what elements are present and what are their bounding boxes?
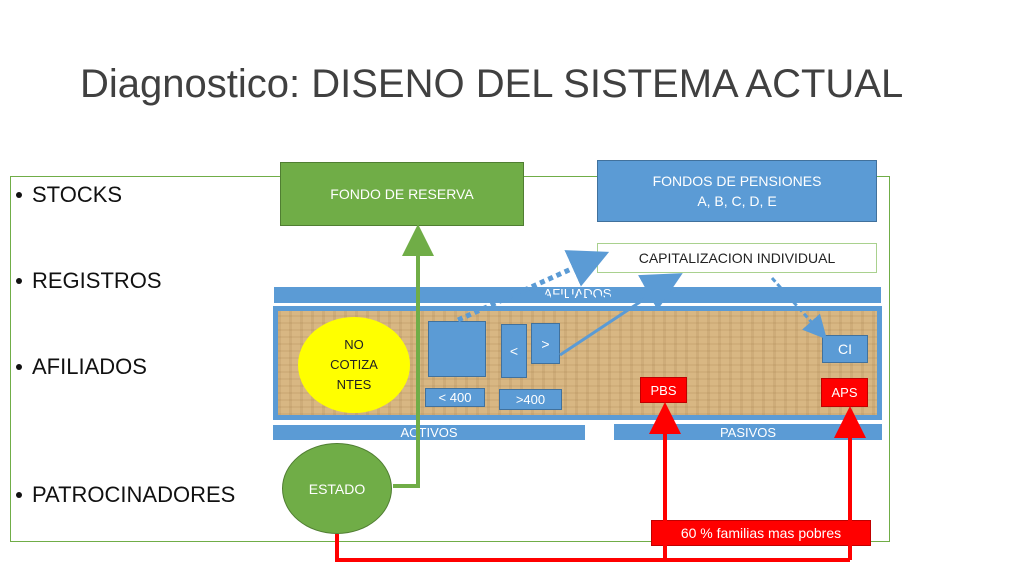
bullet-label: PATROCINADORES xyxy=(32,482,236,507)
pasivos-bar: PASIVOS xyxy=(614,424,882,440)
familias-pobres-label: 60 % familias mas pobres xyxy=(680,525,842,541)
less-than-label: < xyxy=(509,343,519,359)
over-400-box: >400 xyxy=(499,389,562,410)
greater-than-label: > xyxy=(541,335,550,352)
no-cotizantes-circle: NO COTIZA NTES xyxy=(298,317,410,413)
no-cotizantes-line: NO xyxy=(344,337,364,352)
arrow-dotted-up xyxy=(638,273,683,311)
under-400-box: < 400 xyxy=(425,388,485,407)
no-cotizantes-line: NTES xyxy=(336,377,372,392)
aps-label: APS xyxy=(831,385,858,400)
activos-label: ACTIVOS xyxy=(400,425,458,440)
estado-circle: ESTADO xyxy=(282,443,392,534)
bullet-item-afiliados: AFILIADOS xyxy=(16,354,147,380)
ci-label: CI xyxy=(838,341,852,357)
bullet-label: AFILIADOS xyxy=(32,354,147,379)
bullet-item-patrocinadores: PATROCINADORES xyxy=(16,482,235,508)
bullet-dot xyxy=(16,278,22,284)
fondos-pensiones-label: FONDOS DE PENSIONES xyxy=(652,173,822,189)
bullet-dot xyxy=(16,492,22,498)
page-title: Diagnostico: DISENO DEL SISTEMA ACTUAL xyxy=(80,62,904,106)
arrow-capitalizacion-to-ci xyxy=(770,276,828,340)
activos-bar: ACTIVOS xyxy=(273,425,585,440)
familias-pobres-box: 60 % familias mas pobres xyxy=(651,520,871,546)
bullet-dot xyxy=(16,192,22,198)
pasivos-label: PASIVOS xyxy=(719,425,777,440)
arrow-gt-to-capitalizacion xyxy=(559,300,641,357)
over-400-label: >400 xyxy=(515,392,546,407)
pbs-label: PBS xyxy=(650,382,677,398)
bullet-label: REGISTROS xyxy=(32,268,162,293)
arrow-estado-red-base xyxy=(335,534,850,562)
estado-label: ESTADO xyxy=(308,480,366,497)
capitalizacion-individual-box: CAPITALIZACION INDIVIDUAL xyxy=(597,243,877,273)
fondos-pensiones-types: A, B, C, D, E xyxy=(697,193,777,209)
ci-box: CI xyxy=(822,335,868,363)
bullet-label: STOCKS xyxy=(32,182,123,207)
no-cotizantes-line: COTIZA xyxy=(330,357,378,372)
bullet-item-stocks: STOCKS xyxy=(16,182,122,208)
arrow-cotizantes-to-capitalizacion xyxy=(456,250,610,323)
bullet-item-registros: REGISTROS xyxy=(16,268,162,294)
bullet-dot xyxy=(16,364,22,370)
fondos-pensiones-box: FONDOS DE PENSIONES A, B, C, D, E xyxy=(597,160,877,222)
capitalizacion-label: CAPITALIZACION INDIVIDUAL xyxy=(638,250,836,266)
cotizantes-box xyxy=(428,321,486,377)
under-400-label: < 400 xyxy=(438,390,472,405)
fondo-reserva-label: FONDO DE RESERVA xyxy=(330,186,474,202)
greater-than-box: > xyxy=(531,323,560,364)
arrow-estado-to-fondo-reserva xyxy=(393,224,434,488)
less-than-box: < xyxy=(501,324,527,378)
